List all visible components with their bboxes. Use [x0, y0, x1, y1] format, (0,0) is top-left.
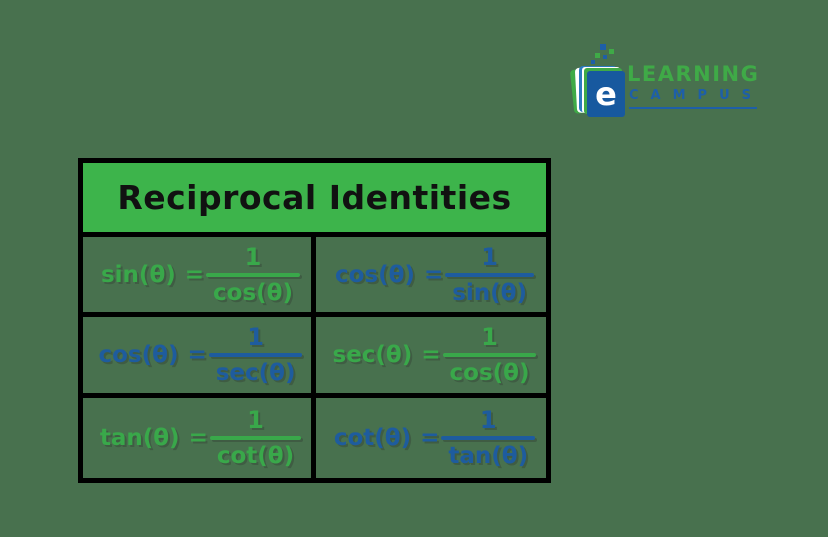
brand-campus-text: CAMPUS	[629, 88, 763, 103]
formula-lhs: cos(θ)	[334, 261, 415, 288]
identity-cell: cot(θ) = 1 tan(θ)	[316, 398, 546, 478]
fraction-numerator: 1	[247, 322, 264, 351]
fraction-denominator: sin(θ)	[452, 279, 527, 306]
logo-letter-e: e	[595, 75, 617, 113]
fraction-bar	[442, 352, 537, 357]
fraction-numerator: 1	[481, 322, 498, 351]
identity-formula: cot(θ) = 1 tan(θ)	[333, 405, 536, 469]
brand-logo: e LEARNING CAMPUS	[570, 44, 780, 122]
fraction-denominator: cot(θ)	[216, 442, 295, 469]
equals-sign: =	[423, 261, 444, 288]
fraction-denominator: sec(θ)	[215, 359, 296, 386]
table-title: Reciprocal Identities	[117, 178, 512, 217]
fraction-bar	[208, 352, 303, 357]
identity-cell: cos(θ) = 1 sin(θ)	[316, 237, 546, 318]
fraction-numerator: 1	[479, 405, 497, 434]
fraction-denominator: cos(θ)	[449, 359, 530, 386]
brand-learning-text: LEARNING	[627, 62, 760, 86]
fraction-bar	[206, 272, 300, 277]
table-header: Reciprocal Identities	[83, 163, 546, 237]
table-body: sin(θ) = 1 cos(θ) cos(θ) = 1 s	[83, 237, 546, 478]
fraction-numerator: 1	[247, 405, 264, 434]
fraction: 1 tan(θ)	[441, 405, 536, 469]
formula-lhs: cos(θ)	[98, 341, 179, 368]
formula-lhs: sin(θ)	[100, 261, 176, 288]
fraction-bar	[441, 435, 536, 440]
equals-sign: =	[184, 261, 205, 288]
identity-formula: cos(θ) = 1 sin(θ)	[334, 242, 534, 306]
fraction-numerator: 1	[481, 242, 498, 271]
identity-formula: sec(θ) = 1 cos(θ)	[332, 322, 537, 386]
elearning-book-icon: e	[570, 44, 625, 117]
identity-cell: sec(θ) = 1 cos(θ)	[316, 317, 546, 398]
fraction-bar	[445, 272, 534, 277]
identity-formula: sin(θ) = 1 cos(θ)	[100, 242, 300, 306]
equals-sign: =	[188, 424, 208, 451]
reciprocal-identities-table: Reciprocal Identities sin(θ) = 1 cos(θ) …	[78, 158, 551, 483]
fraction: 1 cot(θ)	[209, 405, 302, 469]
fraction-denominator: tan(θ)	[448, 442, 529, 469]
identity-formula: cos(θ) = 1 sec(θ)	[98, 322, 303, 386]
fraction: 1 sin(θ)	[445, 242, 534, 306]
formula-lhs: tan(θ)	[99, 424, 180, 451]
fraction-numerator: 1	[244, 242, 262, 271]
brand-underline	[629, 107, 757, 109]
formula-lhs: sec(θ)	[332, 341, 413, 368]
fraction-denominator: cos(θ)	[213, 279, 293, 306]
fraction: 1 sec(θ)	[208, 322, 303, 386]
identity-formula: tan(θ) = 1 cot(θ)	[99, 405, 302, 469]
equals-sign: =	[421, 341, 441, 368]
identity-cell: cos(θ) = 1 sec(θ)	[83, 317, 316, 398]
fraction: 1 cos(θ)	[442, 322, 537, 386]
fraction: 1 cos(θ)	[206, 242, 300, 306]
equals-sign: =	[420, 424, 440, 451]
identity-cell: sin(θ) = 1 cos(θ)	[83, 237, 316, 318]
equals-sign: =	[187, 341, 207, 368]
formula-lhs: cot(θ)	[333, 424, 412, 451]
identity-cell: tan(θ) = 1 cot(θ)	[83, 397, 316, 478]
fraction-bar	[209, 435, 302, 440]
